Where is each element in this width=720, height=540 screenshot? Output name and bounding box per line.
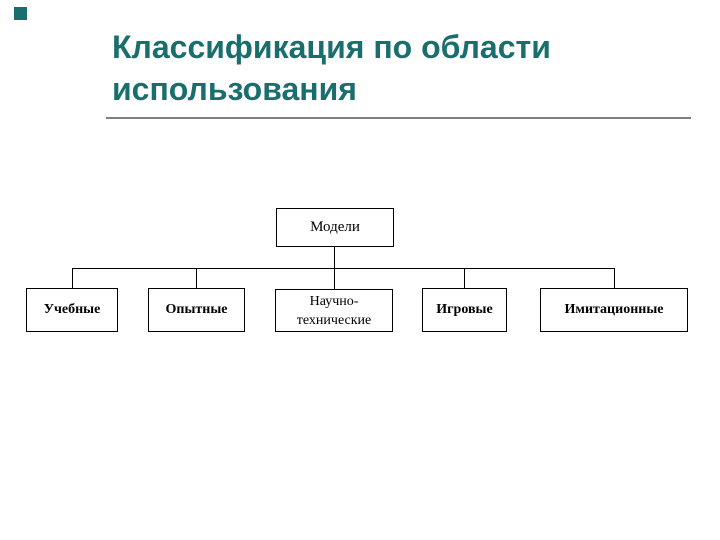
diagram-box-label: Имитационные: [564, 302, 664, 317]
diagram-box-label: Модели: [310, 219, 360, 235]
diagram-box-imitatsionnye: Имитационные: [540, 288, 688, 332]
slide-title: Классификация по области использования: [112, 26, 672, 110]
title-underline-rule: [106, 117, 691, 119]
connector-drop-imitatsionnye: [614, 268, 615, 288]
diagram-box-nauchno-tekhnicheskie: Научно-технические: [275, 289, 393, 332]
diagram-box-opytnye: Опытные: [148, 288, 245, 332]
connector-root-stub: [334, 246, 335, 268]
connector-drop-opytnye: [196, 268, 197, 288]
diagram-box-label: Учебные: [43, 302, 101, 317]
diagram-box-label: Опытные: [165, 302, 228, 317]
diagram-box-label: Игровые: [436, 302, 493, 317]
connector-drop-uchebnye: [72, 268, 73, 288]
diagram-box-modeli: Модели: [276, 208, 394, 247]
diagram-box-uchebnye: Учебные: [26, 288, 118, 332]
slide-title-line-1: Классификация по области: [112, 29, 551, 65]
slide-corner-decoration: [14, 7, 27, 20]
connector-drop-igrovye: [464, 268, 465, 288]
slide-title-line-2: использования: [112, 71, 357, 107]
connector-horizontal-rail: [72, 268, 615, 269]
diagram-box-igrovye: Игровые: [422, 288, 507, 332]
connector-drop-nauchno-tekhnicheskie: [334, 268, 335, 289]
diagram-box-label: Научно-технические: [296, 293, 372, 328]
